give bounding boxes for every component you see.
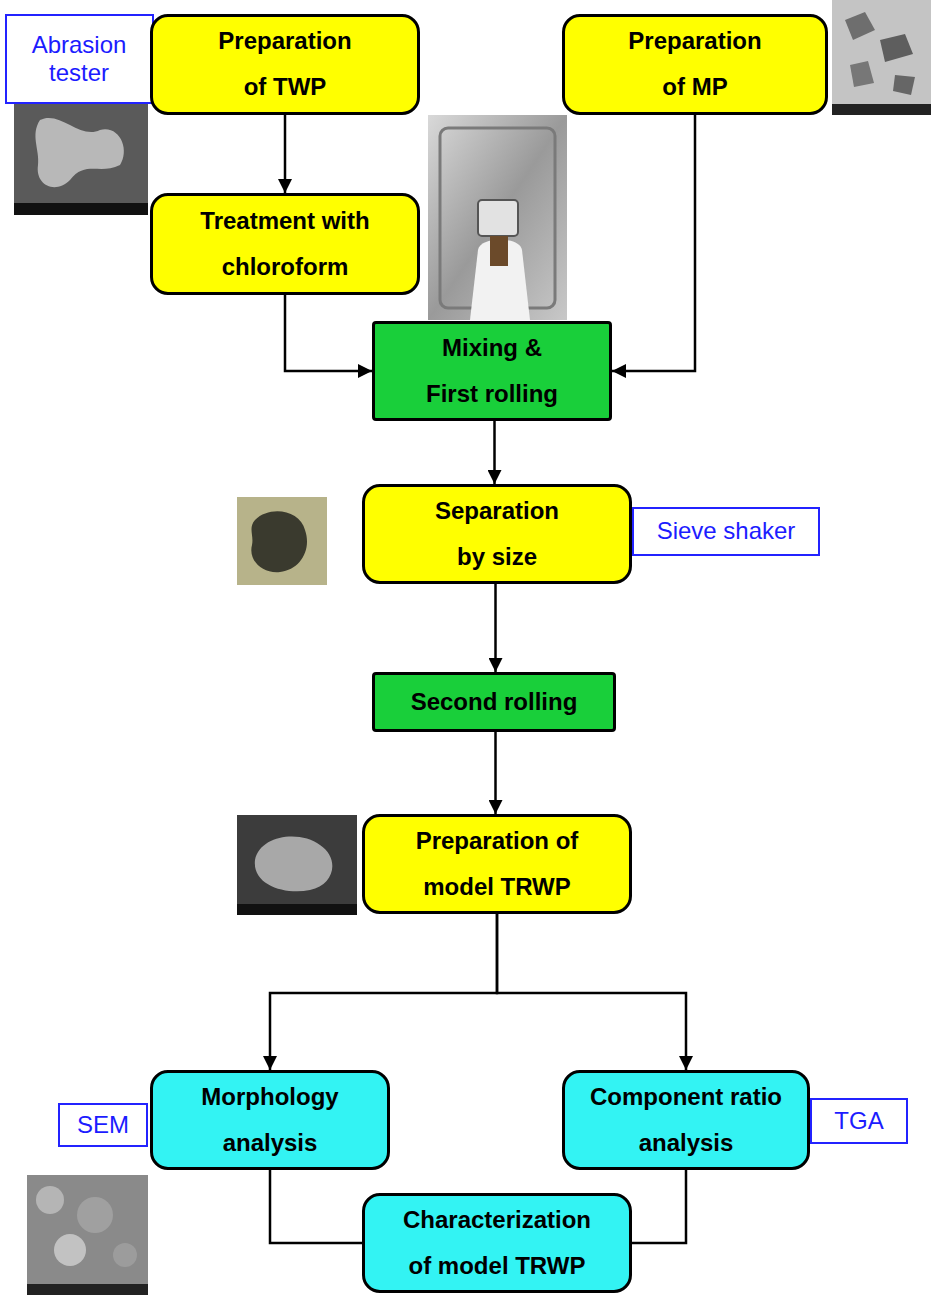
box-text: Second rolling: [411, 679, 578, 725]
flow-arrow: [270, 1170, 362, 1243]
flow-arrow: [493, 421, 496, 484]
process-box: Preparation of model TRWP: [362, 814, 632, 914]
process-box: Preparation of MP: [562, 14, 828, 115]
rolling-box: Mixing & First rolling: [372, 321, 612, 421]
sem-photo-twp: [14, 100, 148, 215]
optical-photo: [237, 497, 327, 585]
box-text: TGA: [834, 1107, 883, 1135]
box-text: Sieve shaker: [657, 517, 796, 545]
instrument-label: Sieve shaker: [632, 507, 820, 556]
box-text: Preparation of MP: [620, 18, 770, 110]
sem-photo-mp: [832, 0, 931, 115]
instrument-label: SEM: [58, 1103, 148, 1147]
analysis-box: Morphology analysis: [150, 1070, 390, 1170]
flow-arrow: [612, 115, 695, 372]
flow-arrow: [497, 914, 686, 1070]
instrument-label: TGA: [810, 1098, 908, 1144]
flow-arrow: [284, 115, 287, 194]
flow-arrow: [270, 914, 497, 1070]
box-text: Separation by size: [422, 488, 572, 580]
flow-arrow: [494, 732, 497, 814]
box-text: Morphology analysis: [185, 1074, 355, 1166]
box-text: Characterization of model TRWP: [397, 1197, 597, 1289]
box-text: Mixing & First rolling: [417, 325, 567, 417]
box-text: Component ratio analysis: [581, 1074, 791, 1166]
sem-photo-surface: [27, 1175, 148, 1295]
process-box: Preparation of TWP: [150, 14, 420, 115]
box-text: Preparation of TWP: [210, 18, 360, 110]
analysis-box: Component ratio analysis: [562, 1070, 810, 1170]
process-box: Separation by size: [362, 484, 632, 584]
rolling-box: Second rolling: [372, 672, 616, 732]
flow-arrow: [632, 1170, 686, 1243]
process-box: Treatment with chloroform: [150, 193, 420, 295]
rolling-photo: [428, 115, 567, 320]
analysis-box: Characterization of model TRWP: [362, 1193, 632, 1293]
instrument-label: Abrasion tester: [5, 14, 154, 104]
box-text: Treatment with chloroform: [185, 198, 385, 290]
sem-photo-trwp: [237, 815, 357, 915]
box-text: Abrasion tester: [17, 31, 142, 86]
flow-arrow: [494, 584, 497, 672]
box-text: SEM: [77, 1111, 129, 1139]
flow-arrow: [285, 295, 372, 371]
box-text: Preparation of model TRWP: [407, 818, 587, 910]
